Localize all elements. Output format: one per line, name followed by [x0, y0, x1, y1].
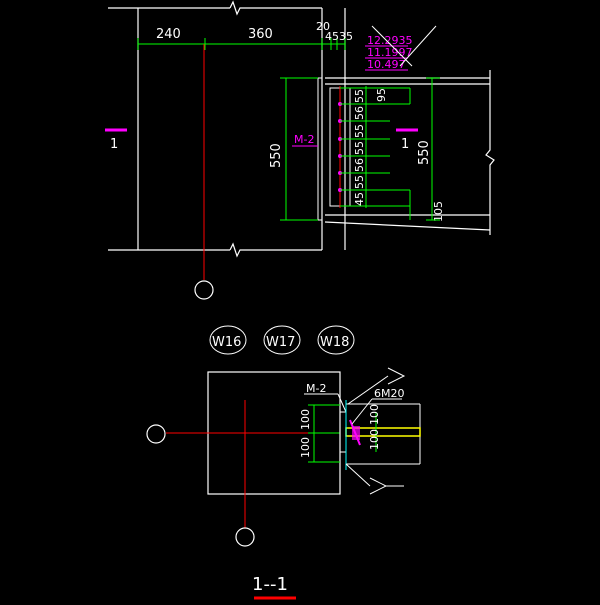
dim-45: 45 [325, 30, 339, 43]
top-elevation: 240 360 20 45 35 1 1 550 M-2 [105, 0, 495, 300]
leader [337, 393, 347, 413]
axis-bubble-left [146, 424, 166, 444]
label-bubble [263, 325, 301, 355]
bolt-spacing-5: 56 [353, 158, 366, 172]
section-mark-left-label: 1 [110, 137, 118, 152]
elevation-leader [399, 25, 437, 67]
weld-leader-bottom [345, 463, 371, 487]
detail-end-plate [339, 411, 347, 453]
elevation-tags: 12.2935 11.1997 10.497 [365, 25, 437, 71]
detail-dim-100-b: 100 [299, 437, 312, 458]
bolt-spacing-6: 55 [353, 175, 366, 189]
plate-label-m2: M-2 [294, 133, 314, 146]
section-1-1: 100 100 M-2 100 100 6M20 [146, 367, 421, 547]
bolt-spacing-labels: 55 56 55 55 56 55 45 [353, 89, 366, 206]
label-bubble [317, 325, 355, 355]
beam-break-line [485, 70, 495, 235]
detail-dim-100-a: 100 [299, 409, 312, 430]
dim-360: 360 [248, 27, 273, 42]
detail-dim-100-c: 100 [368, 429, 381, 450]
bolt-spacing-ticks [340, 87, 410, 207]
bolt-spacing-tail: 45 [353, 192, 366, 206]
dim-20: 20 [316, 20, 330, 33]
weld-leader-top [347, 375, 389, 405]
bolt-callout: 6M20 [374, 387, 405, 400]
elevation-1: 12.2935 [367, 34, 413, 47]
dim-95: 95 [375, 88, 388, 102]
elevation-3: 10.497 [367, 58, 406, 71]
detail-dim-100-d: 100 [368, 404, 381, 425]
label-w17: W17 [266, 335, 295, 350]
weld-flag-top [387, 367, 406, 385]
dim-105: 105 [432, 201, 445, 222]
bolt-spacing-4: 55 [353, 141, 366, 155]
dim-240: 240 [156, 27, 181, 42]
label-w18: W18 [320, 335, 349, 350]
end-plate [317, 77, 323, 221]
label-w16: W16 [212, 335, 241, 350]
bolt-spacing-2: 56 [353, 106, 366, 120]
detail-plate-label: M-2 [306, 382, 326, 395]
height-right: 550 [417, 140, 432, 165]
height-left: 550 [269, 143, 284, 168]
axis-bubble [194, 280, 214, 300]
bolt-spacing-3: 55 [353, 124, 366, 138]
bolt-spacing-1: 55 [353, 89, 366, 103]
plan-labels: W16 W17 W18 [209, 325, 355, 355]
leader [351, 398, 373, 425]
beam-bottom-taper [324, 221, 491, 231]
section-mark-right-label: 1 [401, 137, 409, 152]
break-line-top [229, 0, 322, 16]
section-title: 1--1 [252, 574, 288, 595]
label-bubble [209, 325, 247, 355]
break-line-bottom [229, 242, 322, 258]
weld-flag-bottom [369, 477, 388, 495]
dim-35: 35 [339, 30, 353, 43]
axis-bubble-bottom [235, 527, 255, 547]
bolt-symbol [352, 426, 360, 440]
